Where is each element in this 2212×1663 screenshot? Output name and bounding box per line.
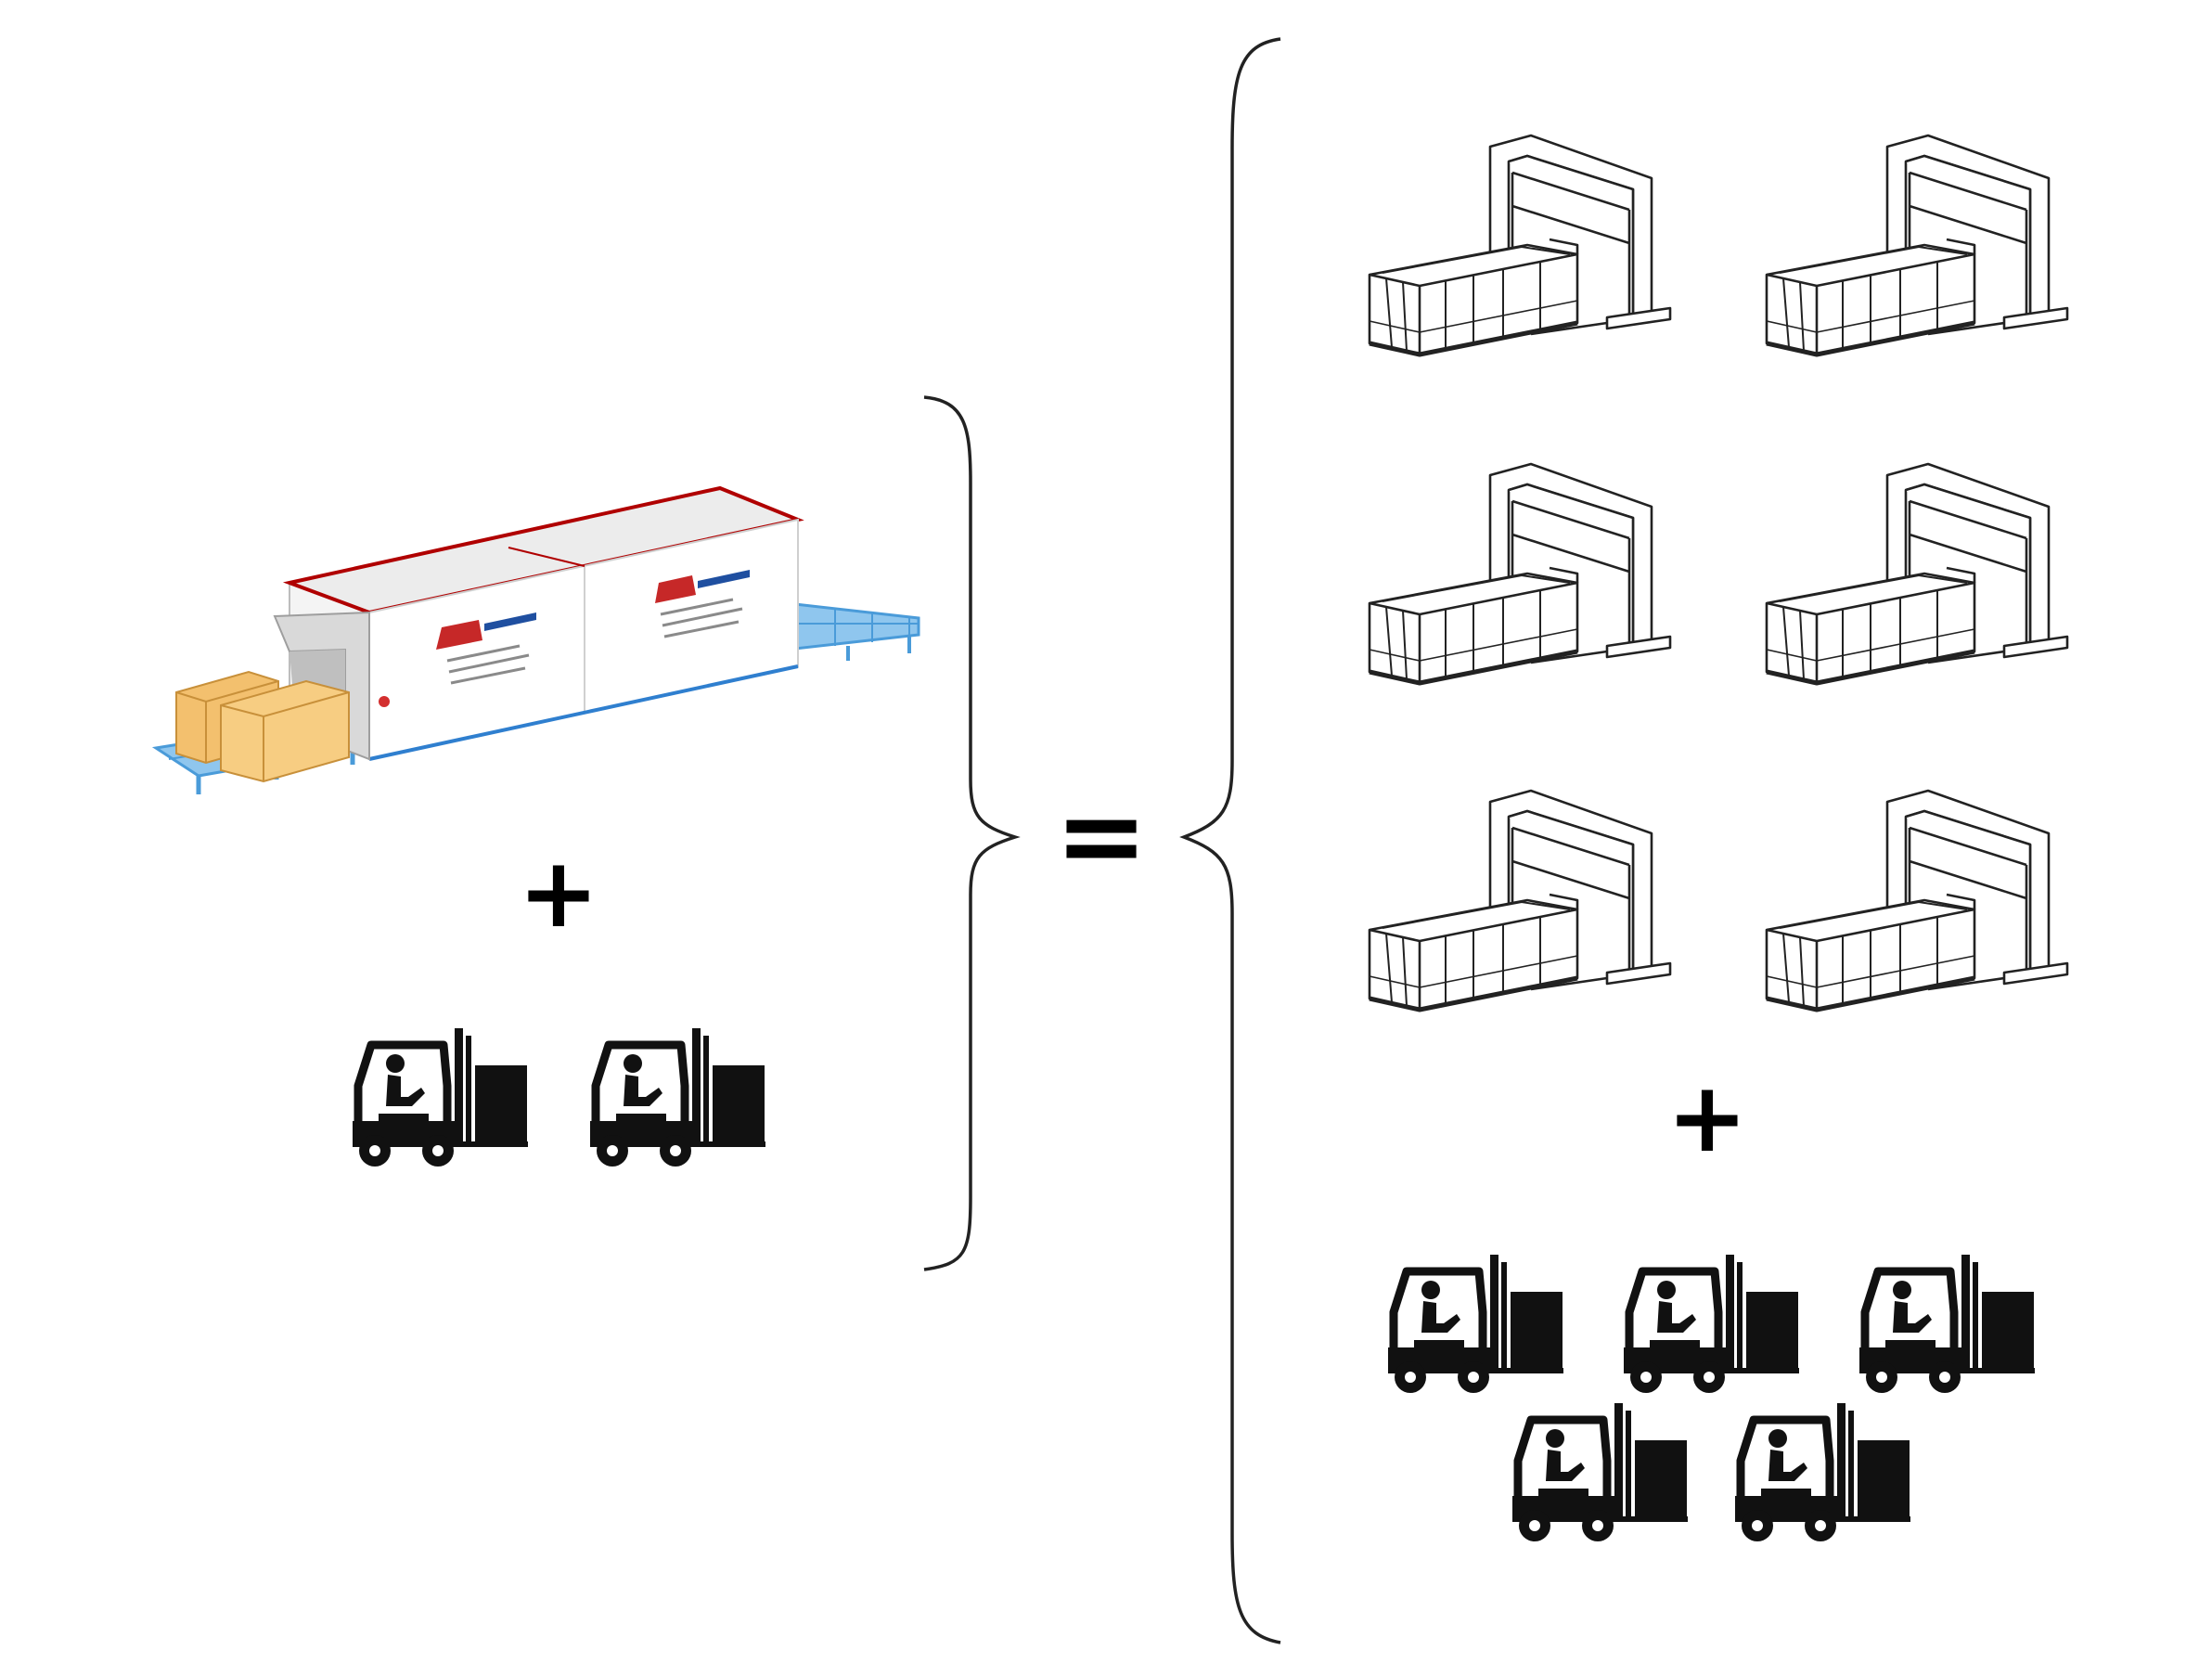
brand-logo bbox=[436, 570, 750, 685]
machine-outline-icon bbox=[1370, 791, 1670, 1010]
forklift-icon bbox=[1859, 1255, 2035, 1393]
plus-symbol: + bbox=[518, 836, 598, 949]
forklift-icon bbox=[1624, 1255, 1799, 1393]
machine-outline-icon bbox=[1767, 135, 2067, 355]
equals-symbol: = bbox=[1055, 772, 1149, 901]
right-side-group: + bbox=[1370, 135, 2067, 1541]
forklift-group bbox=[353, 1028, 765, 1167]
right-brace bbox=[1179, 37, 1281, 1644]
machine-outline-icon bbox=[1767, 791, 2067, 1010]
forklift-icon bbox=[1388, 1255, 1563, 1393]
forklift-icon bbox=[353, 1028, 528, 1167]
left-brace bbox=[923, 395, 1021, 1271]
left-side-group: + bbox=[151, 485, 920, 1167]
machine-outline-icon bbox=[1370, 464, 1670, 683]
plus-symbol: + bbox=[1666, 1061, 1747, 1174]
forklift-group bbox=[1388, 1255, 2035, 1541]
machine-outline-icon bbox=[1767, 464, 2067, 683]
forklift-icon bbox=[1735, 1403, 1910, 1541]
machine-grid bbox=[1370, 135, 2067, 1010]
machine-outline-icon bbox=[1370, 135, 1670, 355]
forklift-icon bbox=[590, 1028, 765, 1167]
conveyor-tunnel-machine-icon bbox=[151, 485, 920, 794]
forklift-icon bbox=[1512, 1403, 1688, 1541]
